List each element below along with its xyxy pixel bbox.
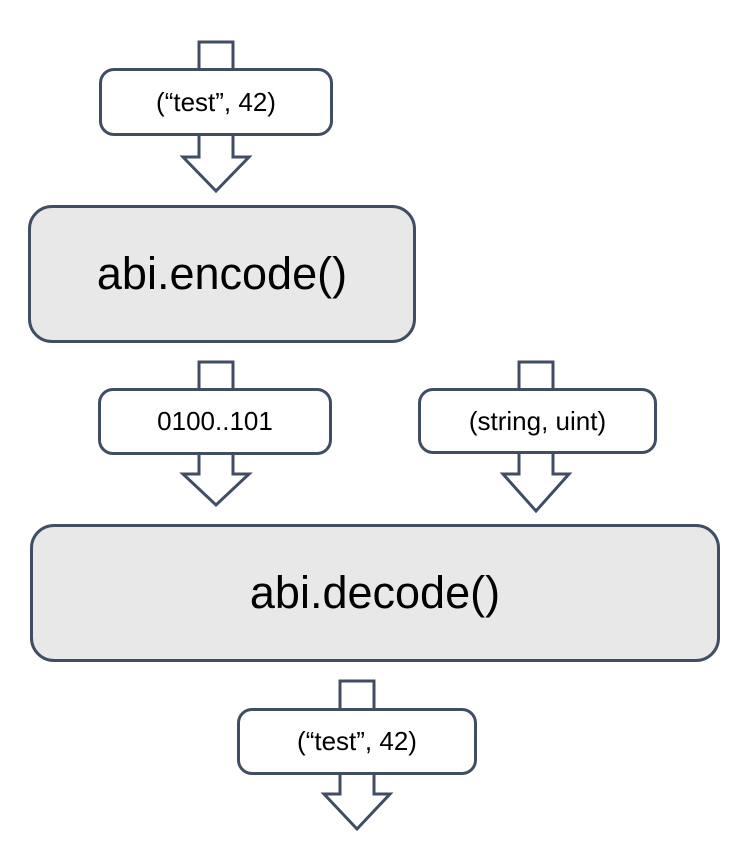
node-input-tuple: (“test”, 42) — [99, 68, 333, 136]
node-encoded-bytes: 0100..101 — [98, 388, 332, 455]
node-abi-decode: abi.decode() — [30, 524, 720, 662]
node-abi-encode: abi.encode() — [28, 205, 416, 343]
node-output-tuple: (“test”, 42) — [237, 708, 477, 775]
node-types-tuple: (string, uint) — [418, 388, 657, 454]
